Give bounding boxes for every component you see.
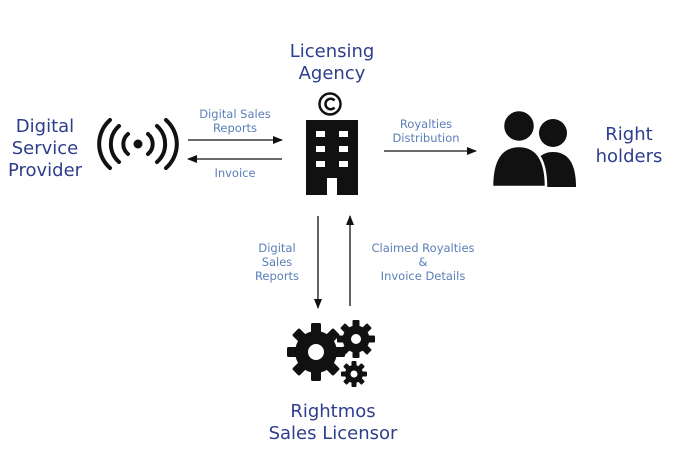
gears-icon [287,320,375,387]
people-icon [490,108,576,189]
label-agency-to-licensor: Digital Sales Reports [254,241,300,283]
licensor-title: Rightmos Sales Licensor [268,401,398,444]
label-licensor-to-agency: Claimed Royalties & Invoice Details [371,241,475,283]
dsp-title: Digital Service Provider [7,116,83,181]
agency-title: Licensing Agency [289,41,375,84]
label-agency-to-dsp: Invoice [214,166,256,180]
rightholders-title: Right holders [595,124,663,167]
label-agency-to-rightholders: Royalties Distribution [392,117,460,145]
label-dsp-to-agency: Digital Sales Reports [199,107,271,135]
building-copyright-icon [306,92,358,195]
broadcast-icon [97,118,179,170]
